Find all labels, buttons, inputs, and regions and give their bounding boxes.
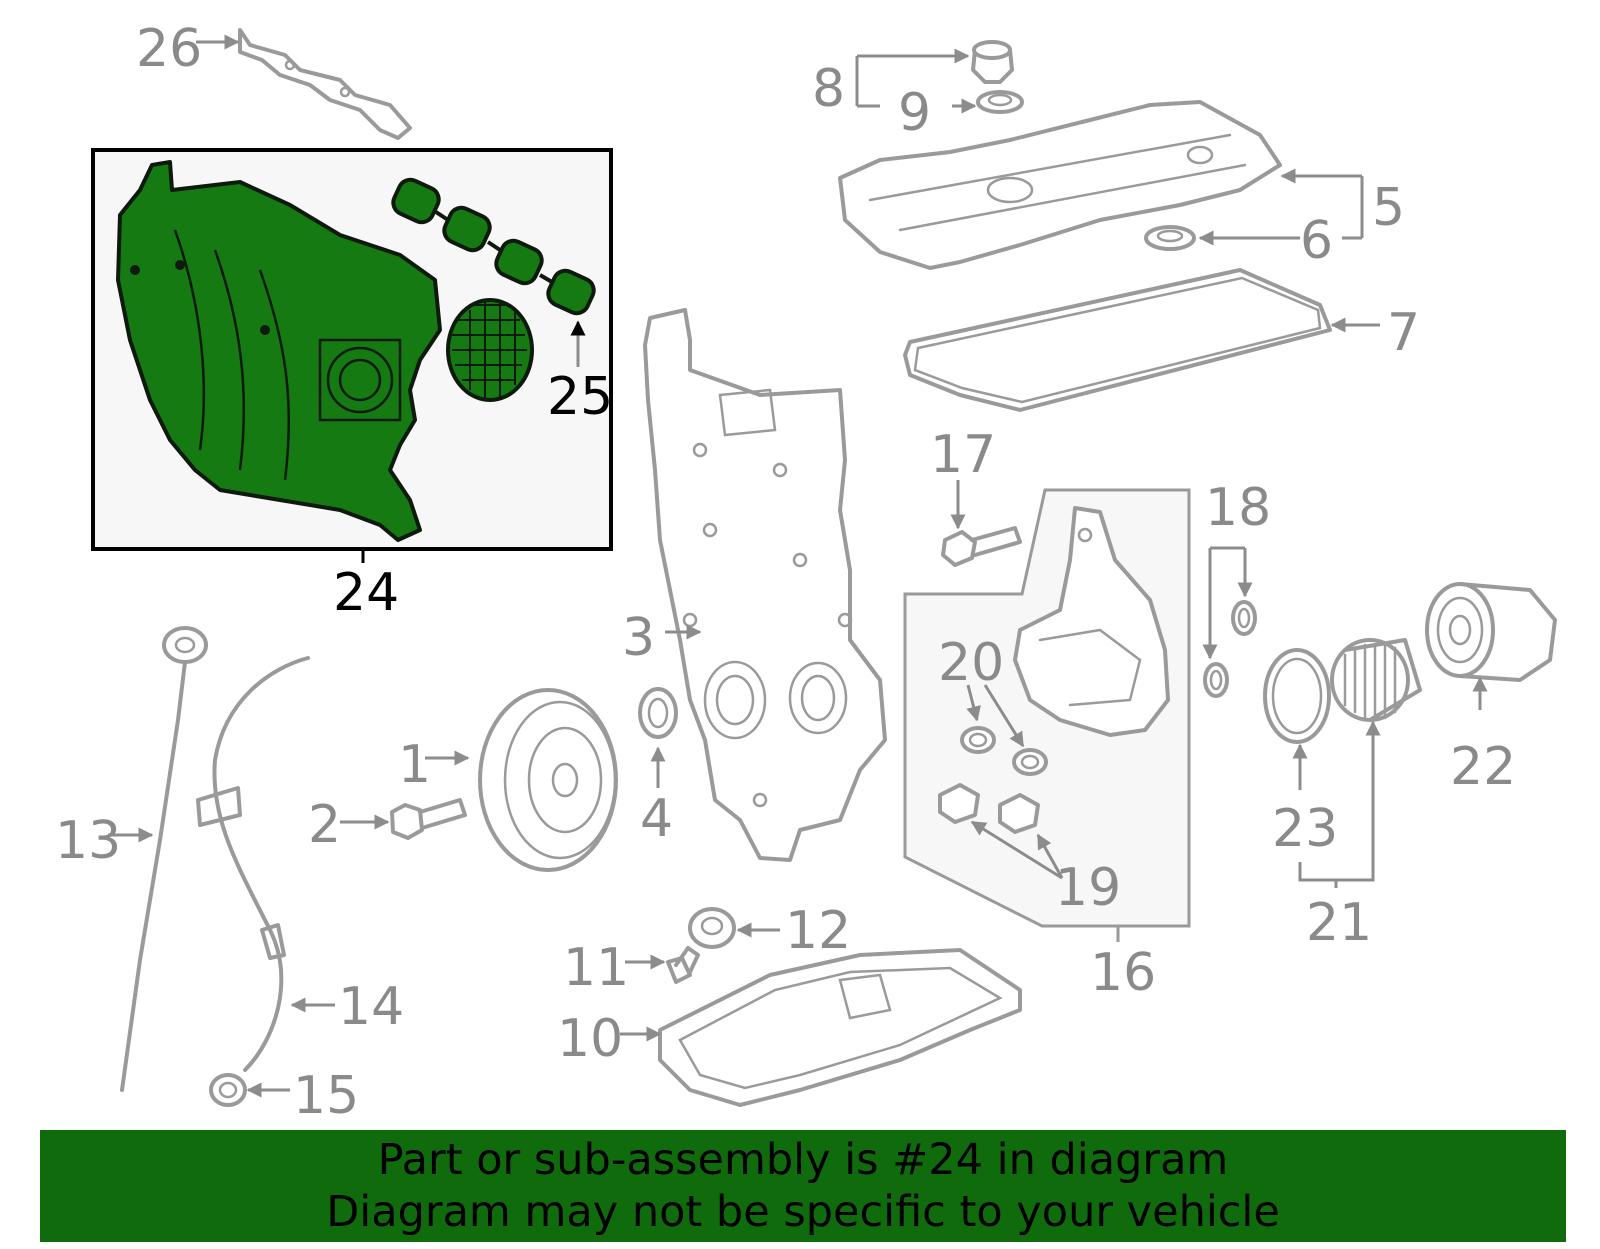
intake-manifold[interactable] xyxy=(116,160,442,542)
callout-19[interactable]: 19 xyxy=(1055,858,1121,918)
timing-chain-cover[interactable] xyxy=(643,308,887,862)
valve-cover[interactable] xyxy=(838,100,1282,270)
callout-23[interactable]: 23 xyxy=(1272,799,1338,859)
oil-pan[interactable] xyxy=(658,948,1022,1107)
callout-18[interactable]: 18 xyxy=(1205,478,1271,538)
callout-5[interactable]: 5 xyxy=(1372,178,1405,238)
pulley-bolt[interactable] xyxy=(390,798,467,840)
callout-14[interactable]: 14 xyxy=(338,977,404,1037)
callout-22[interactable]: 22 xyxy=(1450,737,1516,797)
intake-gasket-set[interactable] xyxy=(389,176,597,317)
o-ring-18a[interactable] xyxy=(1231,600,1257,636)
water-pump-assembly-box[interactable] xyxy=(903,488,1191,928)
dipstick-tube-o-ring[interactable] xyxy=(209,1073,247,1107)
oil-level-gauge-guide-tube[interactable] xyxy=(196,656,310,1072)
bracket-part-26[interactable] xyxy=(238,28,412,140)
callout-10[interactable]: 10 xyxy=(557,1009,623,1069)
oil-filter-element[interactable] xyxy=(1330,638,1422,722)
callout-7[interactable]: 7 xyxy=(1387,303,1420,363)
callout-26[interactable]: 26 xyxy=(136,19,202,79)
water-pump-bolt[interactable] xyxy=(941,526,1022,567)
callout-9[interactable]: 9 xyxy=(898,83,931,143)
callout-2[interactable]: 2 xyxy=(308,795,341,855)
drain-plug-gasket[interactable] xyxy=(688,907,736,949)
water-pump-gasket-20b[interactable] xyxy=(1012,748,1048,776)
o-ring-18b[interactable] xyxy=(1203,662,1229,698)
callout-11[interactable]: 11 xyxy=(563,938,629,998)
callout-20[interactable]: 20 xyxy=(938,633,1004,693)
callout-13[interactable]: 13 xyxy=(55,811,121,871)
oil-filler-cap[interactable] xyxy=(971,40,1014,84)
oil-filter-cap-o-ring[interactable] xyxy=(1263,648,1331,744)
callout-3[interactable]: 3 xyxy=(622,608,655,668)
water-pump[interactable] xyxy=(1013,506,1170,737)
callout-21[interactable]: 21 xyxy=(1306,893,1372,953)
banner-line-1: Part or sub-assembly is #24 in diagram xyxy=(377,1135,1229,1185)
callout-12[interactable]: 12 xyxy=(785,901,851,961)
intake-manifold-assembly-box[interactable]: 25 xyxy=(91,148,613,551)
notice-banner: Part or sub-assembly is #24 in diagram D… xyxy=(40,1130,1566,1242)
valve-cover-gasket[interactable] xyxy=(903,268,1332,412)
throttle-body-gasket[interactable] xyxy=(446,298,534,402)
filler-cap-seal[interactable] xyxy=(976,90,1024,114)
water-pump-gasket-20a[interactable] xyxy=(960,726,996,754)
callout-6[interactable]: 6 xyxy=(1300,211,1333,271)
callout-4[interactable]: 4 xyxy=(640,789,673,849)
callout-25[interactable]: 25 xyxy=(547,367,613,427)
water-pump-plug-19a[interactable] xyxy=(938,783,980,824)
callout-17[interactable]: 17 xyxy=(930,425,996,485)
oil-filter-cap[interactable] xyxy=(1425,582,1557,682)
callout-24[interactable]: 24 xyxy=(333,563,399,623)
crankshaft-front-seal[interactable] xyxy=(638,687,678,739)
oil-drain-plug[interactable] xyxy=(666,946,700,984)
callout-1[interactable]: 1 xyxy=(398,735,431,795)
water-pump-plug-19b[interactable] xyxy=(998,793,1040,834)
crankshaft-pulley[interactable] xyxy=(478,688,618,872)
callout-15[interactable]: 15 xyxy=(293,1066,359,1126)
callout-8[interactable]: 8 xyxy=(812,59,845,119)
spark-plug-tube-seal[interactable] xyxy=(1144,225,1196,251)
banner-line-2: Diagram may not be specific to your vehi… xyxy=(326,1187,1280,1237)
oil-level-dipstick[interactable] xyxy=(120,626,208,1092)
callout-16[interactable]: 16 xyxy=(1090,943,1156,1003)
